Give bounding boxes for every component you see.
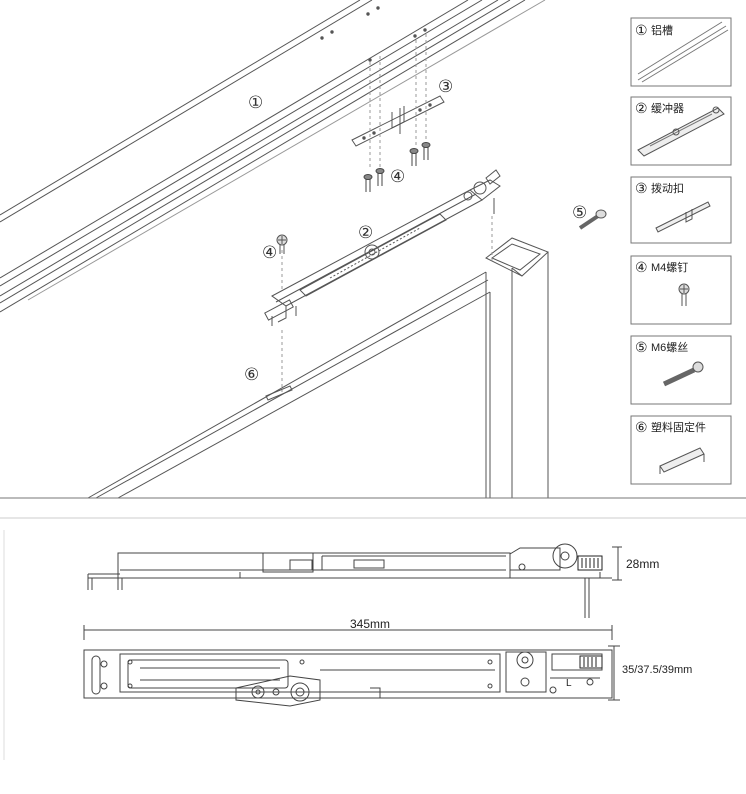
top-view bbox=[83, 649, 613, 707]
svg-text:④: ④ bbox=[635, 259, 648, 275]
svg-text:拨动扣: 拨动扣 bbox=[651, 181, 684, 195]
legend-item-4: ④ M4螺钉 bbox=[630, 255, 732, 325]
height-dimension bbox=[612, 546, 622, 581]
m6-screw bbox=[578, 209, 607, 230]
callout-3: ③ bbox=[438, 77, 453, 96]
l-marker-label: L bbox=[566, 678, 572, 689]
m4-screws-group bbox=[363, 142, 431, 192]
svg-text:塑料固定件: 塑料固定件 bbox=[651, 420, 706, 434]
callout-1: ① bbox=[248, 93, 263, 112]
svg-text:⑥: ⑥ bbox=[635, 419, 648, 435]
parts-legend: ① 铝槽 ② 缓冲器 ③ 拨动扣 ④ M4螺钉 bbox=[630, 17, 732, 485]
guide-lines bbox=[281, 34, 493, 392]
legend-item-5: ⑤ M6螺丝 bbox=[630, 335, 732, 405]
legend-item-2: ② 缓冲器 bbox=[630, 96, 732, 166]
aluminum-channel bbox=[0, 0, 546, 313]
callout-6: ⑥ bbox=[244, 365, 259, 384]
svg-text:缓冲器: 缓冲器 bbox=[651, 101, 684, 115]
callout-2: ② bbox=[358, 223, 373, 242]
callout-5: ⑤ bbox=[572, 203, 587, 222]
svg-text:③: ③ bbox=[635, 180, 648, 196]
svg-text:M4螺钉: M4螺钉 bbox=[651, 261, 688, 274]
width-dimension-label: 35/37.5/39mm bbox=[622, 664, 692, 676]
m4-screw-left bbox=[276, 234, 288, 254]
svg-text:铝槽: 铝槽 bbox=[651, 23, 673, 37]
svg-text:⑤: ⑤ bbox=[635, 339, 648, 355]
damper-assembly bbox=[264, 169, 501, 326]
legend-item-3: ③ 拨动扣 bbox=[630, 176, 732, 244]
legend-item-1: ① 铝槽 bbox=[630, 17, 732, 87]
svg-text:M6螺丝: M6螺丝 bbox=[651, 341, 688, 354]
height-dimension-label: 28mm bbox=[626, 557, 659, 571]
exploded-view bbox=[0, 0, 746, 499]
width-dimension bbox=[608, 645, 620, 701]
pull-catch bbox=[351, 95, 445, 147]
callout-4a: ④ bbox=[390, 167, 405, 186]
legend-item-6: ⑥ 塑料固定件 bbox=[630, 415, 732, 485]
svg-text:①: ① bbox=[635, 22, 648, 38]
svg-text:②: ② bbox=[635, 100, 648, 116]
callouts: ① ② ③ ④ ④ ⑤ ⑥ bbox=[244, 77, 587, 384]
length-dimension bbox=[83, 625, 613, 640]
side-view bbox=[87, 543, 612, 618]
plastic-fixing bbox=[265, 385, 293, 401]
length-dimension-label: 345mm bbox=[350, 617, 390, 631]
callout-4b: ④ bbox=[262, 243, 277, 262]
